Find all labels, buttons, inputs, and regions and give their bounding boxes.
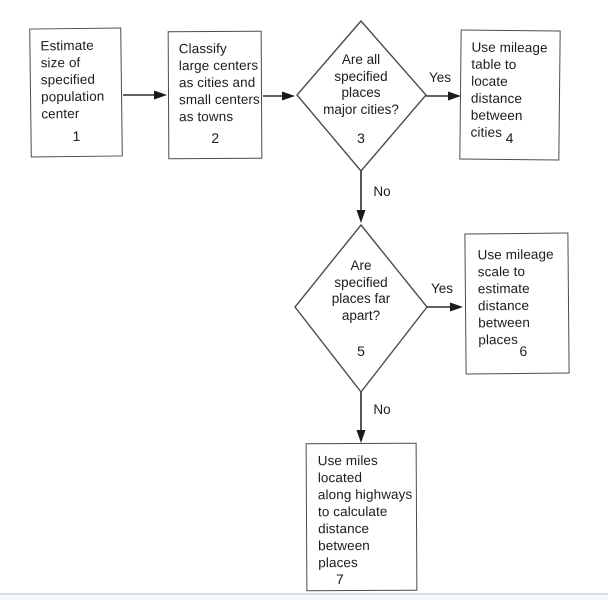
- edge-5-7-no-label: No: [373, 402, 391, 417]
- edge-2-3-arrowhead: [282, 91, 295, 101]
- decision-node-3-number: 3: [357, 130, 365, 146]
- decision-node-3-label: Are all specified places major cities?: [323, 52, 399, 117]
- page-bottom-margin: [0, 595, 608, 600]
- edge-3-4-yes-label: Yes: [428, 70, 452, 85]
- edge-1-2-arrowhead: [154, 90, 167, 100]
- edge-5-7-arrowhead: [356, 430, 366, 443]
- decision-node-5-number: 5: [357, 343, 365, 359]
- process-node-4-label: Use mileage table to locate distance bet…: [470, 39, 548, 140]
- process-node-2-number: 2: [211, 129, 220, 147]
- edge-3-5-arrowhead: [356, 210, 366, 223]
- edge-5-6-yes-label: Yes: [430, 281, 454, 296]
- page-bottom-rule: [0, 593, 608, 595]
- decision-node-5-label: Are specified places far apart?: [331, 258, 391, 323]
- process-node-4: Use mileage table to locate distance bet…: [459, 29, 561, 161]
- process-node-1-label: Estimate size of specified population ce…: [40, 37, 105, 122]
- process-node-6: Use mileage scale to estimate distance b…: [464, 232, 570, 375]
- process-node-7-number: 7: [335, 571, 344, 588]
- process-node-7-label: Use miles located along highways to calc…: [317, 452, 413, 571]
- process-node-7: Use miles located along highways to calc…: [305, 442, 418, 592]
- process-node-4-number: 4: [505, 129, 514, 147]
- process-node-1: Estimate size of specified population ce…: [29, 27, 123, 158]
- edge-5-6-arrowhead: [450, 302, 463, 312]
- edge-3-5-no-label: No: [373, 184, 391, 199]
- process-node-6-number: 6: [519, 342, 528, 359]
- process-node-2: Classify large centers as cities and sma…: [167, 30, 263, 160]
- process-node-6-label: Use mileage scale to estimate distance b…: [477, 246, 554, 348]
- process-node-1-number: 1: [72, 127, 81, 145]
- process-node-2-label: Classify large centers as cities and sma…: [178, 40, 260, 125]
